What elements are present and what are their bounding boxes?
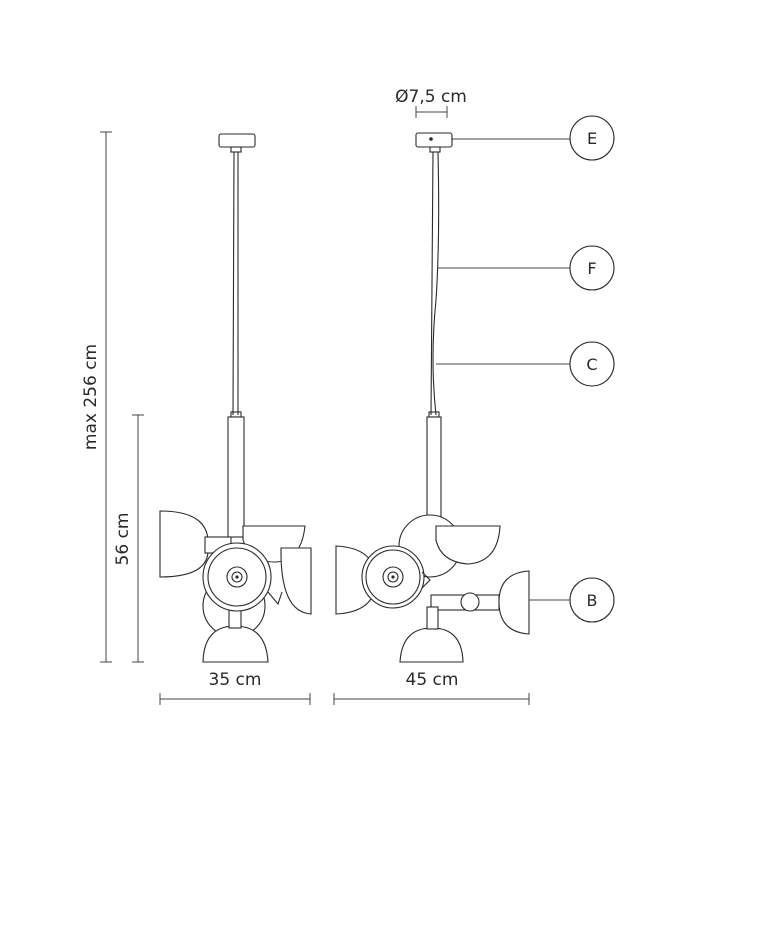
callout-b: B <box>529 577 615 623</box>
callout-f-letter: F <box>587 259 596 278</box>
callout-f: F <box>438 245 615 291</box>
canopy-diameter-label: Ø7,5 cm <box>395 87 467 107</box>
callout-e-letter: E <box>587 129 597 148</box>
dimension-max-height: max 256 cm <box>81 131 112 663</box>
front-view-lamp <box>159 133 312 663</box>
callout-c-letter: C <box>586 355 597 374</box>
callout-b-letter: B <box>587 591 598 610</box>
callout-e: E <box>451 115 615 161</box>
dimension-side-width: 45 cm <box>333 670 530 705</box>
side-view-lamp <box>335 132 530 663</box>
max-height-label: max 256 cm <box>81 344 101 450</box>
dimension-front-width: 35 cm <box>159 670 311 705</box>
dimension-canopy-diameter: Ø7,5 cm <box>395 87 467 118</box>
dimension-body-height: 56 cm <box>113 414 144 663</box>
callout-c: C <box>436 341 615 387</box>
side-width-label: 45 cm <box>406 670 459 690</box>
body-height-label: 56 cm <box>113 513 133 566</box>
front-width-label: 35 cm <box>209 670 262 690</box>
